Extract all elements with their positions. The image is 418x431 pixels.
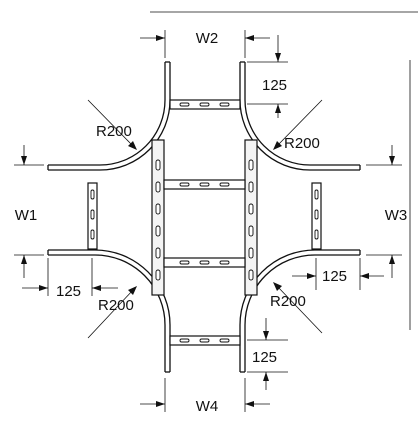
radius-leader-bottom-left — [87, 286, 137, 339]
label-w1: W1 — [15, 207, 38, 224]
center-right-rail — [244, 139, 258, 296]
bottom-arm-right-edge — [239, 249, 360, 372]
top-rung — [169, 99, 241, 110]
label-125-left: 125 — [56, 283, 81, 300]
dim-125-top — [247, 35, 288, 118]
dim-w4 — [140, 378, 270, 412]
label-r200-top-right: R200 — [284, 135, 320, 152]
label-r200-bottom-left: R200 — [98, 297, 134, 314]
label-w2: W2 — [196, 30, 219, 47]
label-r200-bottom-right: R200 — [270, 293, 306, 310]
label-125-right: 125 — [322, 268, 347, 285]
bottom-arm-left-edge-inner — [48, 249, 171, 372]
label-125-bottom: 125 — [252, 349, 277, 366]
label-w4: W4 — [196, 398, 219, 415]
radius-leader-bottom-right — [273, 282, 323, 334]
top-arm-right-edge-inner — [244, 62, 360, 166]
bottom-arm-right-edge-inner — [244, 254, 360, 372]
right-rung — [311, 182, 322, 250]
dim-w1 — [14, 145, 44, 278]
bottom-rung — [169, 335, 241, 346]
top-arm-left-edge — [48, 62, 166, 166]
dim-125-bottom — [247, 318, 288, 390]
label-w3: W3 — [385, 207, 408, 224]
dim-w2 — [140, 30, 270, 58]
top-arm-left-edge-inner — [48, 62, 171, 171]
dim-w3 — [366, 145, 402, 278]
bottom-arm-left-edge — [48, 254, 166, 372]
center-rung-upper — [163, 179, 246, 190]
label-125-top: 125 — [262, 77, 287, 94]
top-arm-right-edge — [239, 62, 360, 171]
center-left-rail — [151, 139, 165, 296]
dim-125-left — [22, 258, 118, 296]
radius-leader-top-right — [273, 99, 323, 150]
left-rung — [87, 182, 98, 250]
center-rung-lower — [163, 257, 246, 268]
dim-125-right — [292, 258, 384, 290]
label-r200-top-left: R200 — [96, 123, 132, 140]
radius-leader-top-left — [87, 99, 137, 150]
